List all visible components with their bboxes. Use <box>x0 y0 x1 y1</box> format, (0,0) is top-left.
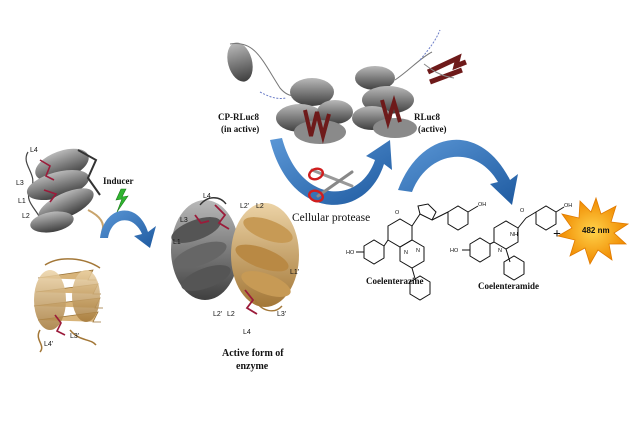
svg-text:O: O <box>520 208 525 214</box>
sun-burst-icon <box>556 196 630 265</box>
protease-arrow <box>270 138 392 205</box>
loop-label: L4 <box>203 193 211 200</box>
dimer-loop-labels: L4 L2' L2 L3 L1 L1' L2' L2 L3' L4 <box>173 193 299 336</box>
active-dimer-structure <box>171 197 299 315</box>
loop-label: L1 <box>18 198 26 205</box>
loop-label: L3' <box>277 311 286 318</box>
plus-sign: + <box>553 227 561 242</box>
loop-label: L3 <box>16 180 24 187</box>
svg-text:NH: NH <box>510 232 518 238</box>
coelenterazine-structure <box>356 203 479 301</box>
rluc8-label-line2: (active) <box>418 124 447 134</box>
svg-text:O: O <box>395 210 400 216</box>
active-form-label-line2: enzyme <box>236 361 269 372</box>
loop-label: L2 <box>22 213 30 220</box>
active-form-label-line1: Active form of <box>222 348 284 359</box>
loop-label: L2' <box>213 311 222 318</box>
svg-text:OH: OH <box>564 203 572 209</box>
rluc8-structure <box>352 29 467 138</box>
coelenterazine-label: Coelenterazine <box>366 276 424 286</box>
monomer-gray-structure <box>25 148 104 233</box>
cp-rluc8-label-line1: CP-RLuc8 <box>218 112 259 122</box>
coelenterazine-atoms: O OH HO N N <box>346 202 486 256</box>
loop-label: L1 <box>173 239 181 246</box>
cellular-protease-label: Cellular protease <box>292 212 371 224</box>
loop-label: L2' <box>240 203 249 210</box>
loop-label: L4 <box>30 147 38 154</box>
scissors-icon <box>308 167 354 203</box>
loop-label: L2 <box>256 203 264 210</box>
svg-text:OH: OH <box>478 202 486 208</box>
rluc8-label-line1: RLuc8 <box>414 112 441 122</box>
svg-text:HO: HO <box>346 250 355 256</box>
loop-label: L4 <box>243 329 251 336</box>
loop-label: L1' <box>290 269 299 276</box>
monomer-gray-loop-labels: L4 L3 L1 L2 <box>16 147 38 220</box>
svg-text:HO: HO <box>450 248 459 254</box>
reaction-arrow <box>398 139 518 205</box>
loop-label: L3' <box>70 333 79 340</box>
coelenteramide-label: Coelenteramide <box>478 281 539 291</box>
coelenteramide-atoms: O OH HO NH N <box>450 203 572 254</box>
loop-label: L3 <box>180 217 188 224</box>
svg-text:N: N <box>498 248 502 254</box>
inducer-label: Inducer <box>103 176 134 186</box>
loop-label: L2 <box>227 311 235 318</box>
svg-text:N: N <box>416 248 420 254</box>
monomer-gold-structure <box>33 258 103 353</box>
svg-text:N: N <box>404 250 408 256</box>
lightning-icon <box>115 188 129 213</box>
monomer-gold-loop-labels: L3' L4' <box>44 333 79 348</box>
cp-rluc8-structure <box>227 42 353 144</box>
loop-label: L4' <box>44 341 53 348</box>
cp-rluc8-label-line2: (in active) <box>221 124 260 134</box>
inducer-arrow <box>100 210 156 248</box>
emission-label: 482 nm <box>582 226 610 235</box>
coelenteramide-structure <box>462 205 565 281</box>
